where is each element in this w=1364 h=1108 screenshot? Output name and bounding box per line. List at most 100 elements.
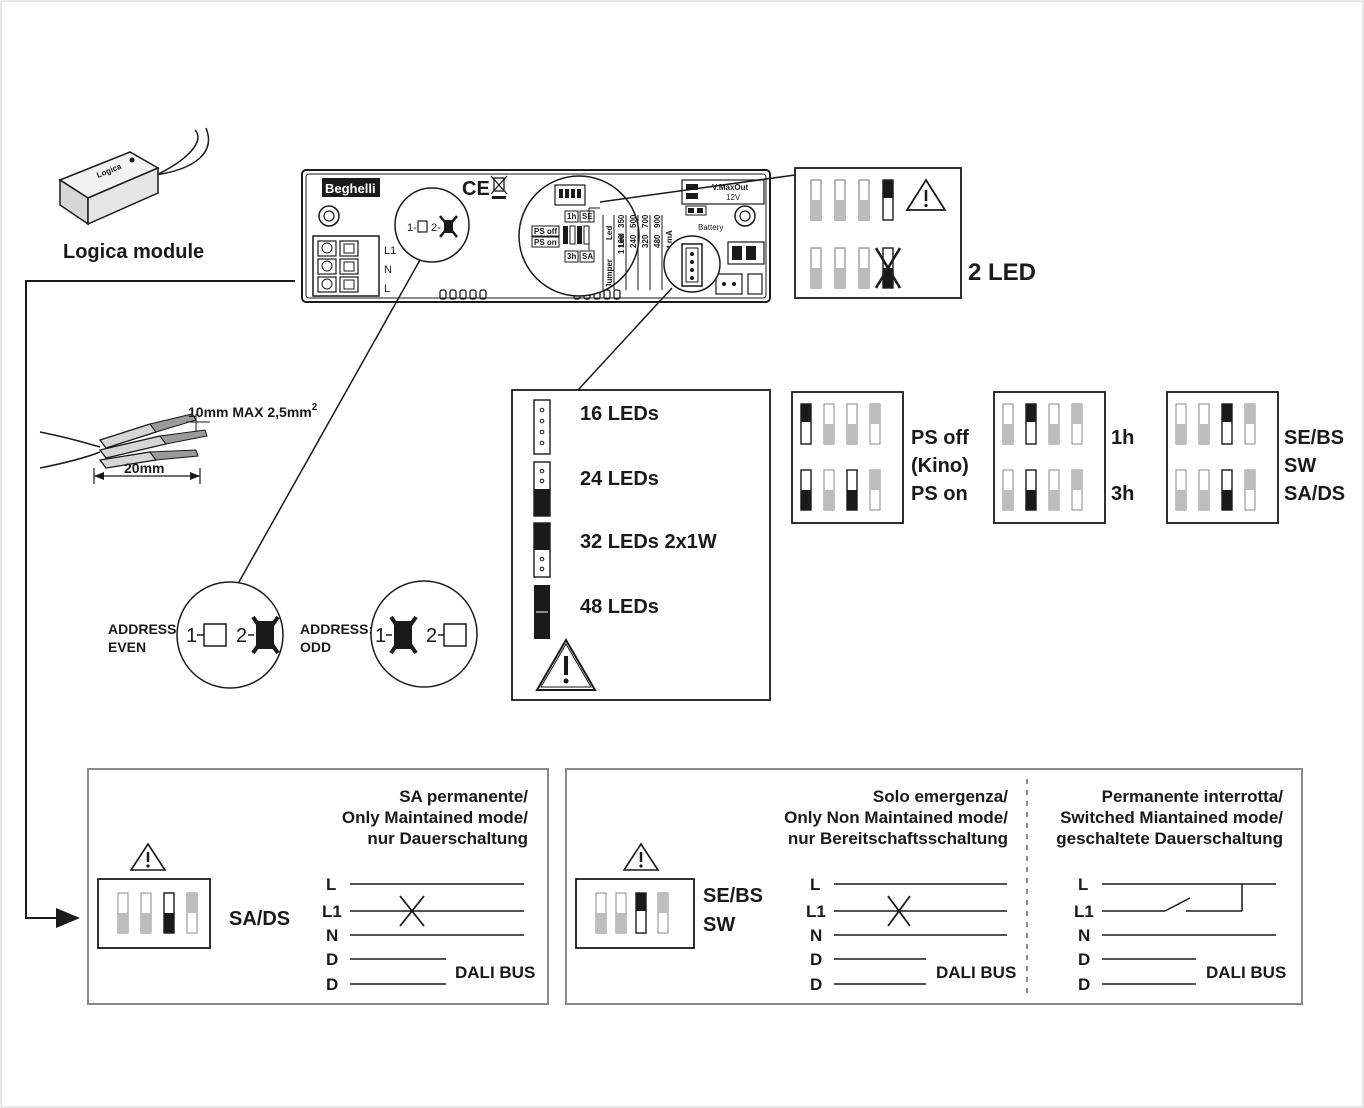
maintained-title-1: Only Maintained mode/	[342, 808, 528, 827]
non-maintained-line-d2: D	[810, 975, 822, 994]
device-address-one: 1-	[407, 222, 417, 234]
table-value-7: 480	[653, 234, 662, 248]
non-maintained-title-1: Only Non Maintained mode/	[784, 808, 1008, 827]
logica-module: Logica	[58, 127, 210, 226]
maintained-line-l1: L1	[322, 902, 342, 921]
led2-label: 2 LED	[968, 259, 1036, 286]
device-address-two: 2-	[431, 222, 441, 234]
address-odd: ADDRESS: ODD 1 2	[300, 580, 478, 688]
device-dip-3h: 3h	[567, 252, 576, 261]
switched-dali-bus: DALI BUS	[1206, 963, 1286, 982]
switched-title-1: Switched Miantained mode/	[1060, 808, 1283, 827]
device-dip-1h: 1h	[567, 212, 576, 221]
terminal-label-n: N	[384, 264, 392, 276]
maintained-line-n: N	[326, 926, 338, 945]
dip-hours-bottom: 3h	[1111, 483, 1134, 505]
ce-mark: CE	[462, 178, 490, 200]
device-dip-callout: 1h SE PS off PS on 3h SA Jumper 1 Led Le…	[518, 175, 674, 297]
non-maintained-title-2: nur Bereitschaftsschaltung	[788, 829, 1008, 848]
address-odd-one: 1	[375, 625, 386, 647]
address-even-one: 1	[186, 625, 197, 647]
weee-icon	[490, 175, 508, 199]
brand-logo: Beghelli	[325, 181, 376, 196]
non-maintained-dip-label-0: SE/BS	[703, 885, 763, 907]
non-maintained-dali-bus: DALI BUS	[936, 963, 1016, 982]
battery-label: Battery	[698, 223, 723, 232]
vmaxout-value: 12V	[726, 193, 741, 202]
leader-line-jumper	[577, 287, 673, 391]
wire-strip-label: 10mm MAX 2,5mm2	[188, 402, 318, 420]
wire-length-label: 20mm	[124, 460, 164, 476]
led-jumper-label-1: 24 LEDs	[580, 468, 659, 490]
device-dip-sa: SA	[582, 252, 593, 261]
device-dip-se: SE	[582, 212, 593, 221]
terminal-label-l1: L1	[384, 245, 396, 257]
led-jumper-label-0: 16 LEDs	[580, 403, 659, 425]
dip-hours-top: 1h	[1111, 427, 1134, 449]
switched-title-0: Permanente interrotta/	[1102, 787, 1284, 806]
address-odd-label2: ODD	[300, 639, 331, 655]
switched-line-d2: D	[1078, 975, 1090, 994]
led-jumper-label-2: 32 LEDs 2x1W	[580, 531, 717, 553]
dip-mode-mid: SW	[1284, 455, 1316, 477]
warning-icon	[905, 178, 947, 211]
dip-mode-bottom: SA/DS	[1284, 483, 1345, 505]
address-odd-two: 2	[426, 625, 437, 647]
table-value-2: 500	[629, 214, 638, 228]
dip-ps-bottom: PS on	[911, 483, 968, 505]
table-value-0: 350	[617, 214, 626, 228]
non-maintained-line-l1: L1	[806, 902, 826, 921]
address-even-label2: EVEN	[108, 639, 146, 655]
switched-line-l1: L1	[1074, 902, 1094, 921]
maintained-mode-box	[87, 768, 549, 1005]
dip-box-hours	[993, 391, 1106, 524]
maintained-line-l: L	[326, 875, 336, 894]
table-value-6: 900	[653, 214, 662, 228]
non-maintained-title-0: Solo emergenza/	[873, 787, 1008, 806]
dip-mode-top: SE/BS	[1284, 427, 1344, 449]
warning-icon	[622, 842, 660, 871]
address-even-label1: ADDRESS:	[108, 621, 181, 637]
maintained-line-d1: D	[326, 950, 338, 969]
maintained-dali-bus: DALI BUS	[455, 963, 535, 982]
dip-box-ps	[791, 391, 904, 524]
table-value-1: 160	[617, 234, 626, 248]
dip-ps-top: PS off	[911, 427, 969, 449]
address-even-two: 2	[236, 625, 247, 647]
leader-line-2led	[599, 174, 796, 203]
non-maintained-dip-label-1: SW	[703, 914, 735, 936]
table-header-led: Led	[605, 226, 614, 240]
switched-title-2: geschaltete Dauerschaltung	[1056, 829, 1283, 848]
dip-box-mode	[1166, 391, 1279, 524]
leader-line-address	[229, 259, 421, 599]
table-header-jumper: Jumper	[605, 259, 614, 288]
address-even: ADDRESS: EVEN 1 2	[108, 581, 284, 689]
logica-module-label: Logica module	[63, 241, 204, 263]
device-dip-ps-off: PS off	[534, 227, 557, 236]
maintained-title-0: SA permanente/	[399, 787, 528, 806]
non-maintained-line-n: N	[810, 926, 822, 945]
led-jumper-box	[511, 389, 771, 701]
dip-ps-mid: (Kino)	[911, 455, 969, 477]
terminal-label-l: L	[384, 283, 390, 295]
maintained-title-2: nur Dauerschaltung	[367, 829, 528, 848]
table-value-3: 240	[629, 234, 638, 248]
table-value-5: 320	[641, 234, 650, 248]
led2-box	[794, 167, 962, 299]
maintained-dip-label: SA/DS	[229, 908, 290, 930]
device-address-callout: 1- 2-	[394, 187, 470, 263]
table-header-1led: 1 Led	[617, 233, 626, 254]
switched-line-l: L	[1078, 875, 1088, 894]
device-jumper-callout	[663, 235, 721, 293]
table-header-iout: Iout mA	[665, 230, 674, 260]
maintained-line-d2: D	[326, 975, 338, 994]
non-maintained-line-l: L	[810, 875, 820, 894]
switched-line-n: N	[1078, 926, 1090, 945]
non-maintained-box	[565, 768, 1303, 1005]
address-odd-label1: ADDRESS:	[300, 621, 373, 637]
warning-icon	[129, 842, 167, 871]
wire-strip-illustration	[39, 413, 210, 484]
table-value-4: 700	[641, 214, 650, 228]
